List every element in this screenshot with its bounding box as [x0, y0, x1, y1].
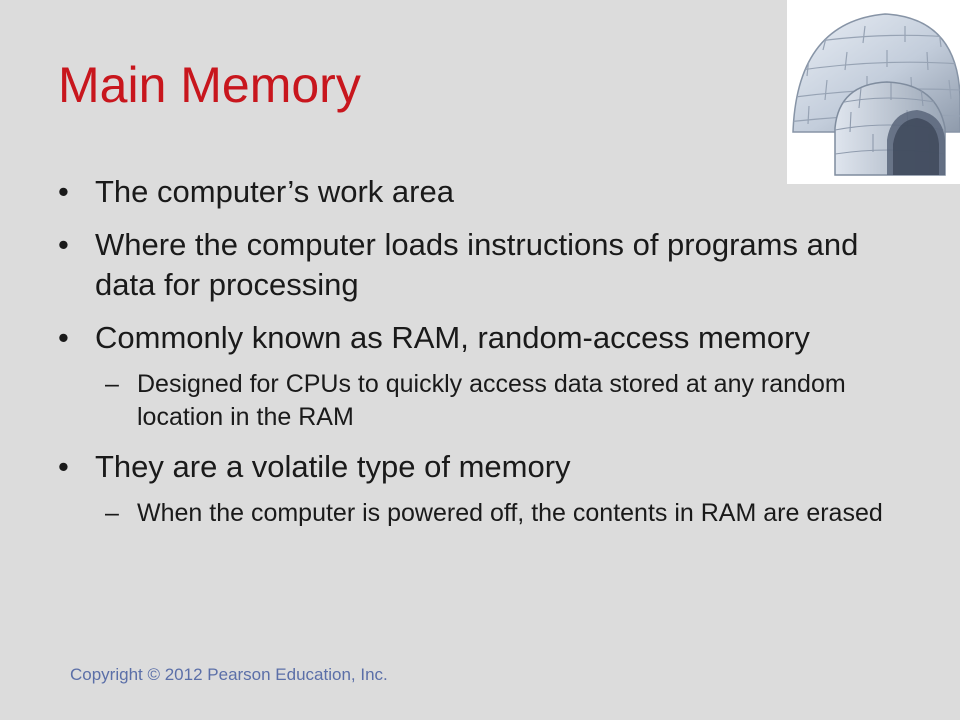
bullet-text: Commonly known as RAM, random-access mem… — [95, 320, 810, 355]
bullet-text: The computer’s work area — [95, 174, 454, 209]
bullet-marker: • — [58, 227, 69, 262]
bullet-text: Where the computer loads instructions of… — [95, 227, 859, 302]
slide-title: Main Memory — [58, 57, 361, 113]
bullet-item: • The computer’s work area — [58, 172, 898, 212]
bullet-item: • Where the computer loads instructions … — [58, 225, 898, 305]
sub-bullet-text: When the computer is powered off, the co… — [137, 499, 883, 527]
bullet-item: • Commonly known as RAM, random-access m… — [58, 318, 898, 434]
sub-bullet-list: – When the computer is powered off, the … — [95, 497, 898, 530]
bullet-marker: • — [58, 320, 69, 355]
igloo-image — [787, 0, 960, 184]
bullet-marker: • — [58, 449, 69, 484]
sub-bullet-list: – Designed for CPUs to quickly access da… — [95, 368, 898, 434]
sub-bullet-item: – When the computer is powered off, the … — [95, 497, 898, 530]
sub-bullet-item: – Designed for CPUs to quickly access da… — [95, 368, 898, 434]
sub-bullet-marker: – — [105, 370, 119, 398]
sub-bullet-text: Designed for CPUs to quickly access data… — [137, 370, 846, 431]
bullet-marker: • — [58, 174, 69, 209]
bullet-item: • They are a volatile type of memory – W… — [58, 447, 898, 530]
copyright-footer: Copyright © 2012 Pearson Education, Inc. — [70, 665, 388, 684]
bullet-text: They are a volatile type of memory — [95, 449, 571, 484]
sub-bullet-marker: – — [105, 499, 119, 527]
igloo-icon — [792, 13, 960, 176]
bullet-list: • The computer’s work area • Where the c… — [58, 172, 898, 543]
